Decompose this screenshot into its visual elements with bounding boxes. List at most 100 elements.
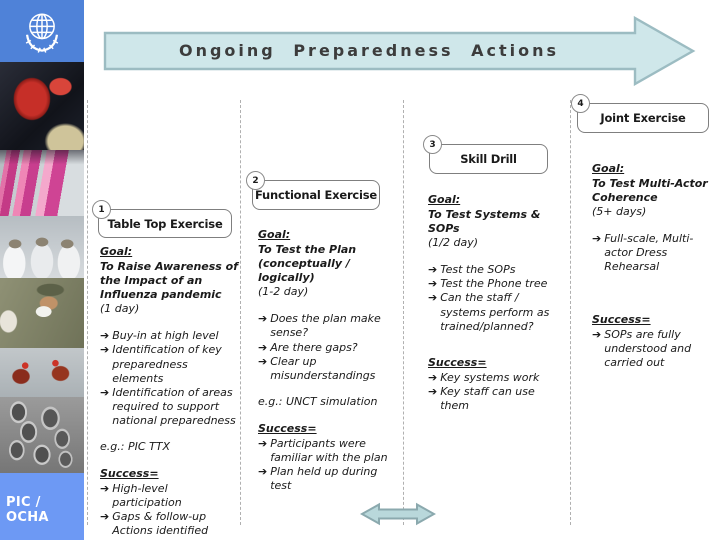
lane-divider	[403, 100, 404, 525]
un-emblem-image	[0, 0, 84, 62]
arrow-bullet-icon: ➔	[428, 384, 438, 398]
masked-worker-photo	[0, 278, 84, 348]
bullet-list: ➔Full-scale, Multi-actor Dress Rehearsal	[592, 232, 712, 274]
success-label: Success=	[428, 355, 487, 369]
success-label: Success=	[100, 467, 159, 481]
un-globe-icon	[25, 13, 59, 53]
success-block: Success= ➔SOPs are fully understood and …	[592, 313, 712, 370]
bullet-text: Clear up misunderstandings	[270, 354, 376, 382]
arrow-bullet-icon: ➔	[428, 263, 438, 277]
bullet-text: Buy-in at high level	[112, 329, 219, 343]
arrow-bullet-icon: ➔	[258, 340, 268, 354]
bullet-item: ➔Does the plan make sense?	[258, 312, 390, 340]
arrow-bullet-icon: ➔	[258, 312, 268, 326]
arrow-bullet-icon: ➔	[100, 329, 110, 343]
arrow-bullet-icon: ➔	[100, 343, 110, 357]
duration-text: (1 day)	[100, 302, 140, 316]
slide-title: Ongoing Preparedness Actions	[178, 41, 559, 60]
step-number-badge: 4	[571, 94, 590, 113]
duration-text: (1-2 day)	[258, 285, 309, 299]
exercise-box-title: Joint Exercise	[600, 111, 686, 125]
joint-exercise-column: Goal: To Test Multi-Actor Coherence (5+ …	[592, 162, 712, 370]
awareness-posters-photo	[0, 150, 84, 216]
exercise-box-title: Skill Drill	[460, 152, 517, 166]
success-item: ➔Key staff can use them	[428, 385, 556, 413]
bullet-text: Can the staff / systems perform as train…	[440, 291, 550, 333]
bullet-item: ➔Buy-in at high level	[100, 329, 240, 343]
bullet-text: Test the Phone tree	[440, 277, 548, 291]
rooster-photo	[0, 62, 84, 150]
success-text: SOPs are fully understood and carried ou…	[604, 327, 692, 369]
step-number-badge: 2	[246, 171, 265, 190]
bullet-list: ➔Does the plan make sense? ➔Are there ga…	[258, 312, 390, 382]
goal-label: Goal:	[592, 162, 625, 175]
bullet-list: ➔Buy-in at high level ➔Identification of…	[100, 329, 240, 428]
banner-arrow-shape	[103, 15, 696, 87]
bullet-item: ➔Test the SOPs	[428, 263, 556, 277]
exercise-box-title: Table Top Exercise	[107, 216, 223, 231]
lane-divider	[240, 100, 241, 525]
success-item: ➔Gaps & follow-up Actions identified	[100, 510, 240, 538]
goal-text: To Raise Awareness of the Impact of an I…	[100, 260, 239, 302]
exercise-box-functional: 2 Functional Exercise	[246, 171, 380, 210]
goal-text: To Test Multi-Actor Coherence	[592, 177, 708, 205]
goal-text: To Test the Plan (conceptually / logical…	[258, 243, 357, 285]
success-text: Gaps & follow-up Actions identified	[112, 510, 209, 538]
goal-label: Goal:	[100, 245, 133, 258]
fighting-roosters-photo	[0, 348, 84, 397]
success-block: Success= ➔High-level participation ➔Gaps…	[100, 467, 240, 538]
arrow-bullet-icon: ➔	[258, 436, 268, 450]
goal-label: Goal:	[258, 228, 291, 241]
arrow-bullet-icon: ➔	[100, 482, 110, 496]
bullet-item: ➔Identification of key preparedness elem…	[100, 343, 240, 385]
exercise-box-skill-drill: 3 Skill Drill	[423, 135, 548, 174]
arrow-bullet-icon: ➔	[592, 232, 602, 246]
footer-credit-block: PIC / OCHA	[0, 473, 84, 540]
bullet-text: Does the plan make sense?	[270, 312, 381, 340]
virus-micrograph-photo	[0, 397, 84, 473]
lane-divider	[570, 100, 571, 525]
success-label: Success=	[592, 312, 651, 326]
goal-label: Goal:	[428, 193, 461, 206]
tabletop-exercise-column: Goal: To Raise Awareness of the Impact o…	[100, 245, 240, 538]
success-block: Success= ➔Key systems work ➔Key staff ca…	[428, 356, 556, 413]
arrow-bullet-icon: ➔	[428, 277, 438, 291]
success-item: ➔Plan held up during test	[258, 465, 390, 493]
bullet-text: Full-scale, Multi-actor Dress Rehearsal	[604, 232, 694, 274]
exercise-box-title: Functional Exercise	[254, 188, 378, 202]
success-text: Participants were familiar with the plan	[270, 436, 388, 465]
duration-text: (1/2 day)	[428, 236, 479, 250]
exercise-box-joint: 4 Joint Exercise	[571, 94, 709, 133]
success-text: Plan held up during test	[270, 465, 378, 493]
bullet-item: ➔Test the Phone tree	[428, 277, 556, 291]
step-number-badge: 3	[423, 135, 442, 154]
title-banner: Ongoing Preparedness Actions	[103, 12, 697, 90]
bullet-item: ➔Full-scale, Multi-actor Dress Rehearsal	[592, 232, 712, 274]
bullet-item: ➔Identification of areas required to sup…	[100, 386, 240, 428]
success-text: Key staff can use them	[440, 384, 535, 412]
bullet-text: Test the SOPs	[440, 263, 516, 277]
arrow-bullet-icon: ➔	[428, 291, 438, 305]
arrow-bullet-icon: ➔	[100, 510, 110, 524]
bullet-item: ➔Are there gaps?	[258, 341, 390, 355]
goal-text: To Test Systems & SOPs	[428, 208, 541, 236]
duration-text: (5+ days)	[592, 205, 647, 219]
arrow-bullet-icon: ➔	[258, 465, 268, 479]
bullet-list: ➔Test the SOPs ➔Test the Phone tree ➔Can…	[428, 263, 556, 333]
arrow-bullet-icon: ➔	[428, 370, 438, 384]
bullet-text: Identification of key preparedness eleme…	[112, 343, 222, 385]
skill-drill-column: Goal: To Test Systems & SOPs (1/2 day) ➔…	[428, 193, 556, 413]
success-item: ➔SOPs are fully understood and carried o…	[592, 328, 712, 370]
arrow-bullet-icon: ➔	[258, 354, 268, 368]
protective-suits-photo	[0, 216, 84, 278]
success-text: High-level participation	[112, 482, 182, 510]
functional-exercise-column: Goal: To Test the Plan (conceptually / l…	[258, 228, 390, 493]
lane-divider	[87, 100, 88, 525]
photo-sidebar: PIC / OCHA	[0, 0, 84, 540]
success-block: Success= ➔Participants were familiar wit…	[258, 422, 390, 493]
bullet-text: Identification of areas required to supp…	[112, 385, 236, 427]
step-number-badge: 1	[92, 200, 111, 219]
exercise-box-tabletop: 1 Table Top Exercise	[92, 200, 232, 238]
success-label: Success=	[258, 421, 317, 435]
